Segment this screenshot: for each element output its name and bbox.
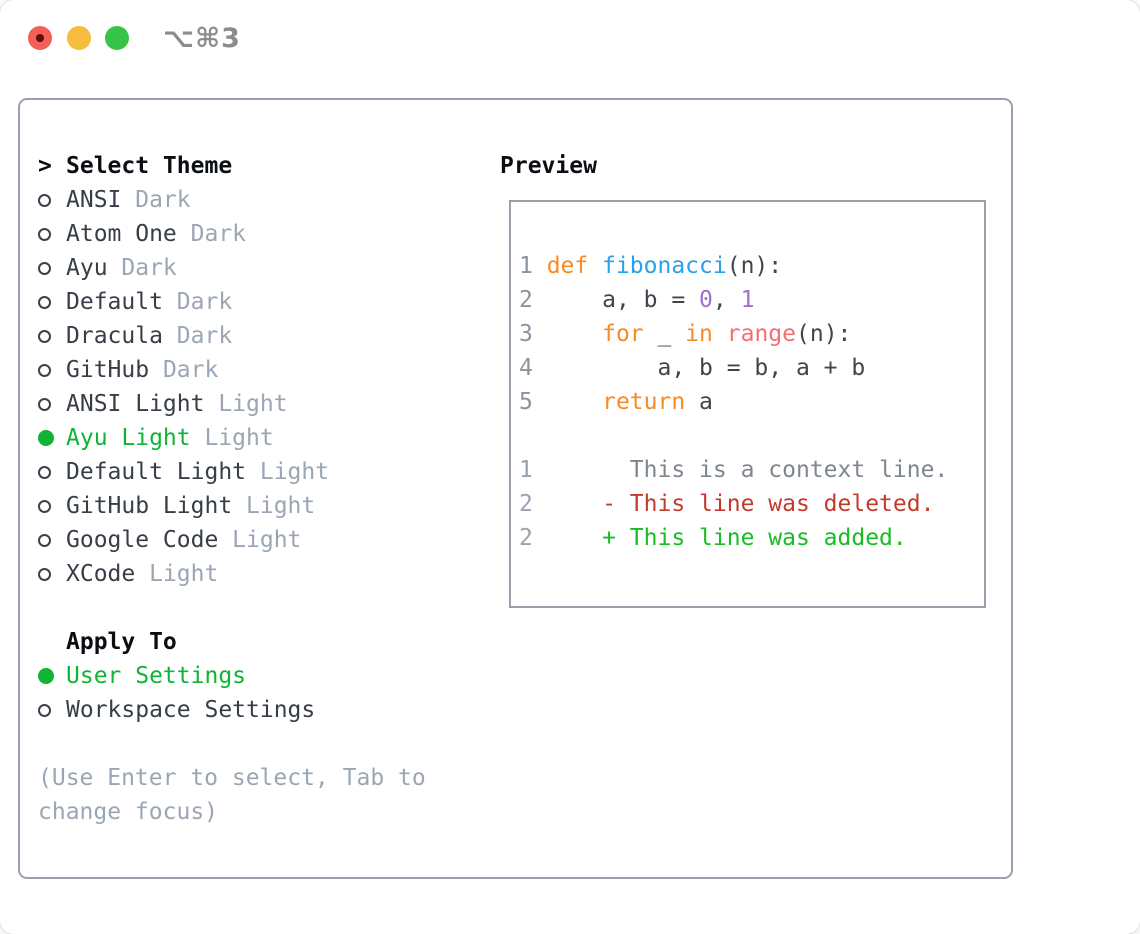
preview-line: 5 return a	[519, 389, 713, 415]
preview-line: 2 - This line was deleted.	[519, 491, 935, 517]
radio-unselected-icon	[38, 465, 66, 479]
theme-option-github-light[interactable]: GitHub Light Light	[38, 489, 426, 523]
preview-code-block: 1 def fibonacci(n): 2 a, b = 0, 1 3 for _ …	[519, 249, 984, 555]
radio-unselected-icon	[38, 533, 66, 547]
zoom-button[interactable]	[105, 26, 129, 50]
theme-option-ansi[interactable]: ANSI Dark	[38, 183, 426, 217]
theme-variant-label: Dark	[176, 323, 233, 349]
preview-box: 1 def fibonacci(n): 2 a, b = 0, 1 3 for _ …	[509, 200, 986, 608]
theme-option-label: XCode	[66, 561, 136, 587]
preview-line: 3 for _ in range(n):	[519, 321, 852, 347]
focus-caret-icon: >	[38, 153, 52, 179]
radio-unselected-icon	[38, 193, 66, 207]
theme-variant-label: Dark	[121, 255, 177, 281]
window-title: ⌥⌘3	[163, 23, 241, 54]
theme-option-default[interactable]: Default Dark	[38, 285, 426, 319]
apply-option-label: Workspace Settings	[66, 697, 316, 723]
theme-variant-label: Light	[259, 459, 330, 485]
apply-option-user-settings[interactable]: User Settings	[38, 659, 426, 693]
theme-variant-label: Light	[204, 425, 274, 451]
apply-to-title: Apply To	[66, 629, 177, 655]
radio-unselected-icon	[38, 397, 66, 411]
theme-variant-label: Light	[218, 391, 288, 417]
radio-unselected-icon	[38, 703, 66, 717]
theme-option-label: GitHub Light	[66, 493, 233, 519]
select-theme-header: > Select Theme	[38, 149, 426, 183]
radio-unselected-icon	[38, 329, 66, 343]
preview-line: 1 def fibonacci(n):	[519, 253, 783, 279]
theme-variant-label: Light	[149, 561, 219, 587]
theme-option-label: Ayu	[66, 255, 108, 281]
theme-variant-label: Light	[232, 527, 302, 553]
theme-variant-label: Dark	[135, 187, 191, 213]
theme-option-label: Default	[66, 289, 163, 315]
theme-option-default-light[interactable]: Default Light Light	[38, 455, 426, 489]
theme-variant-label: Dark	[162, 357, 219, 383]
theme-variant-label: Dark	[190, 221, 247, 247]
radio-unselected-icon	[38, 363, 66, 377]
theme-option-google-code[interactable]: Google Code Light	[38, 523, 426, 557]
radio-unselected-icon	[38, 499, 66, 513]
apply-option-workspace-settings[interactable]: Workspace Settings	[38, 693, 426, 727]
theme-option-ayu-light[interactable]: Ayu Light Light	[38, 421, 426, 455]
preview-line: 4 a, b = b, a + b	[519, 355, 866, 381]
preview-line: 2 a, b = 0, 1	[519, 287, 755, 313]
minimize-button[interactable]	[67, 26, 91, 50]
theme-option-label: Atom One	[66, 221, 177, 247]
radio-selected-icon	[38, 668, 66, 684]
preview-line	[519, 419, 984, 453]
theme-option-ayu[interactable]: Ayu Dark	[38, 251, 426, 285]
theme-option-label: Dracula	[66, 323, 163, 349]
theme-option-xcode[interactable]: XCode Light	[38, 557, 426, 591]
select-theme-title: Select Theme	[66, 153, 233, 179]
apply-option-label: User Settings	[66, 663, 247, 689]
hint-line-1: (Use Enter to select, Tab to	[38, 765, 426, 791]
radio-selected-icon	[38, 430, 66, 446]
apply-to-header: Apply To	[66, 625, 426, 659]
theme-option-label: ANSI Light	[66, 391, 205, 417]
close-button[interactable]	[28, 26, 52, 50]
theme-option-atom-one[interactable]: Atom One Dark	[38, 217, 426, 251]
radio-unselected-icon	[38, 227, 66, 241]
theme-option-label: GitHub	[66, 357, 150, 383]
spacer	[38, 591, 426, 625]
radio-unselected-icon	[38, 261, 66, 275]
spacer	[38, 727, 426, 761]
theme-option-dracula[interactable]: Dracula Dark	[38, 319, 426, 353]
preview-title: Preview	[500, 153, 597, 179]
theme-option-ansi-light[interactable]: ANSI Light Light	[38, 387, 426, 421]
unsaved-dot-icon	[36, 34, 44, 42]
theme-option-github[interactable]: GitHub Dark	[38, 353, 426, 387]
window-titlebar: ⌥⌘3	[0, 0, 1140, 76]
theme-variant-label: Light	[246, 493, 316, 519]
theme-option-label: Google Code	[66, 527, 219, 553]
preview-line: 2 + This line was added.	[519, 525, 907, 551]
theme-option-label: ANSI	[66, 187, 122, 213]
theme-option-label: Default Light	[66, 459, 247, 485]
radio-unselected-icon	[38, 295, 66, 309]
theme-variant-label: Dark	[176, 289, 233, 315]
preview-line: 1 This is a context line.	[519, 457, 949, 483]
theme-option-label: Ayu Light	[66, 425, 191, 451]
radio-unselected-icon	[38, 567, 66, 581]
hint-line-2: change focus)	[38, 799, 219, 825]
